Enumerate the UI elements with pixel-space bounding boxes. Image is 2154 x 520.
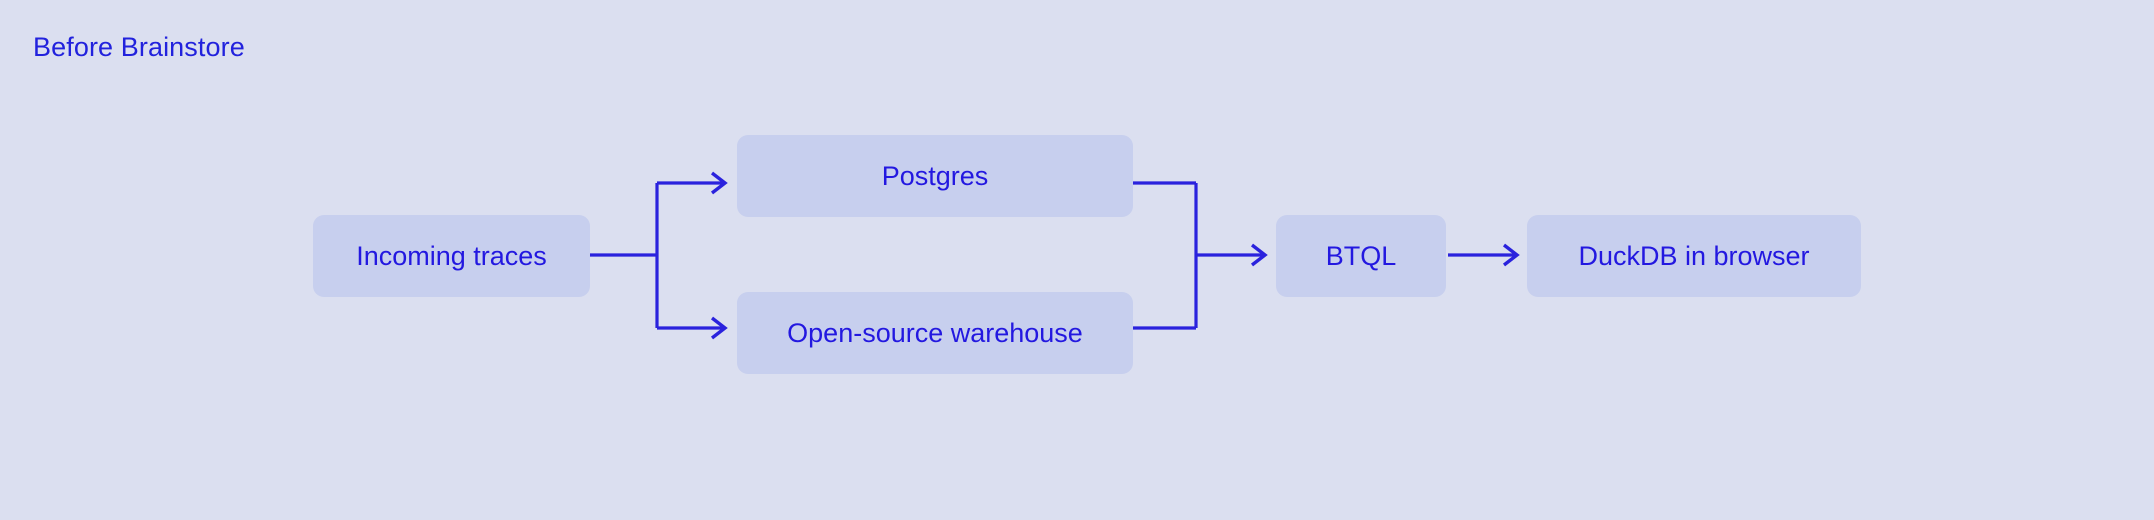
node-btql[interactable]: BTQL	[1276, 215, 1446, 297]
node-label-btql: BTQL	[1325, 241, 1397, 271]
node-open-source-warehouse[interactable]: Open-source warehouse	[737, 292, 1133, 374]
arrowhead-postgres	[710, 171, 728, 195]
arrowhead-btql	[1250, 243, 1268, 267]
arrowhead-warehouse	[710, 316, 728, 340]
diagram-title: Before Brainstore	[33, 32, 245, 62]
arrowhead-duckdb	[1502, 243, 1520, 267]
node-duckdb-in-browser[interactable]: DuckDB in browser	[1527, 215, 1861, 297]
node-label-open-source-warehouse: Open-source warehouse	[787, 318, 1083, 348]
node-label-postgres: Postgres	[881, 161, 989, 191]
node-label-incoming-traces: Incoming traces	[356, 241, 547, 271]
node-postgres[interactable]: Postgres	[737, 135, 1133, 217]
node-incoming-traces[interactable]: Incoming traces	[313, 215, 590, 297]
node-label-duckdb-in-browser: DuckDB in browser	[1578, 241, 1810, 271]
